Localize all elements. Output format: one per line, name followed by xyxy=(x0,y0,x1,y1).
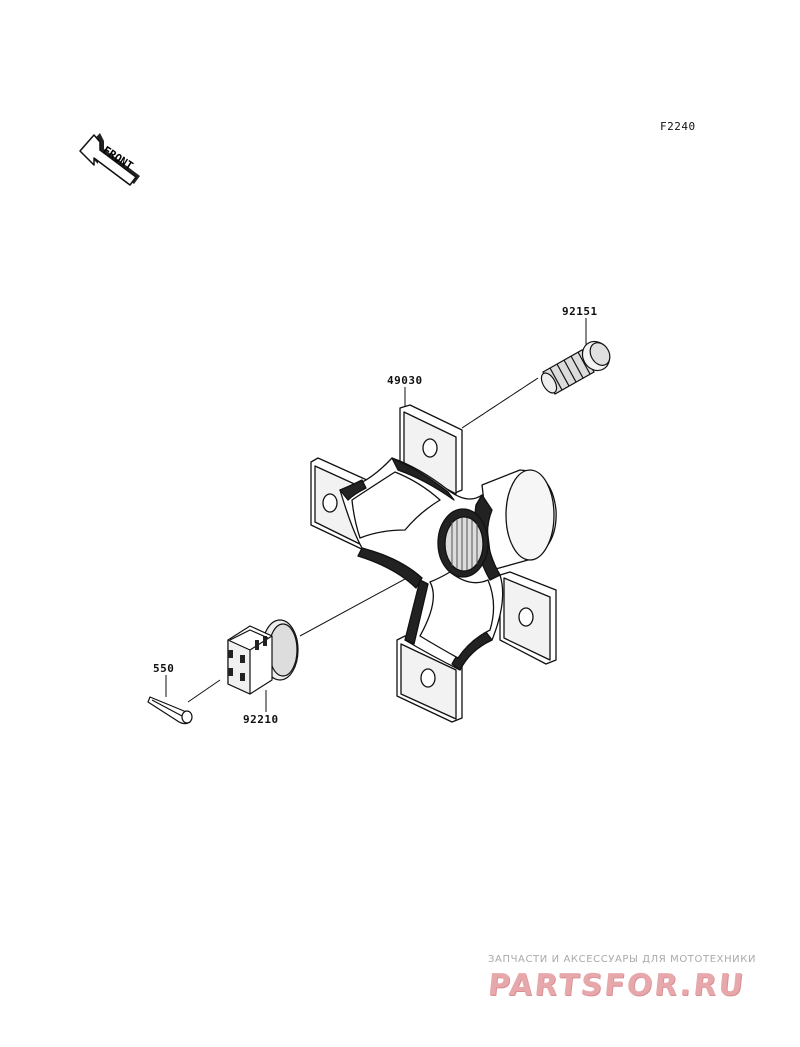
hub xyxy=(310,404,557,723)
watermark-tagline: ЗАПЧАСТИ И АКСЕССУАРЫ ДЛЯ МОТОТЕХНИКИ xyxy=(488,954,757,965)
watermark-logo: PARTSFOR.RU xyxy=(486,968,747,1003)
part-label-bolt: 92151 xyxy=(562,305,598,318)
diagram-code: F2240 xyxy=(660,120,696,133)
front-arrow-icon: FRONT xyxy=(79,133,140,186)
castle-nut xyxy=(227,619,299,695)
bolt xyxy=(540,340,611,395)
part-label-hub: 49030 xyxy=(387,374,423,387)
part-label-cotter-pin: 550 xyxy=(153,662,175,675)
part-label-castle-nut: 92210 xyxy=(243,713,279,726)
cotter-pin xyxy=(147,696,193,725)
